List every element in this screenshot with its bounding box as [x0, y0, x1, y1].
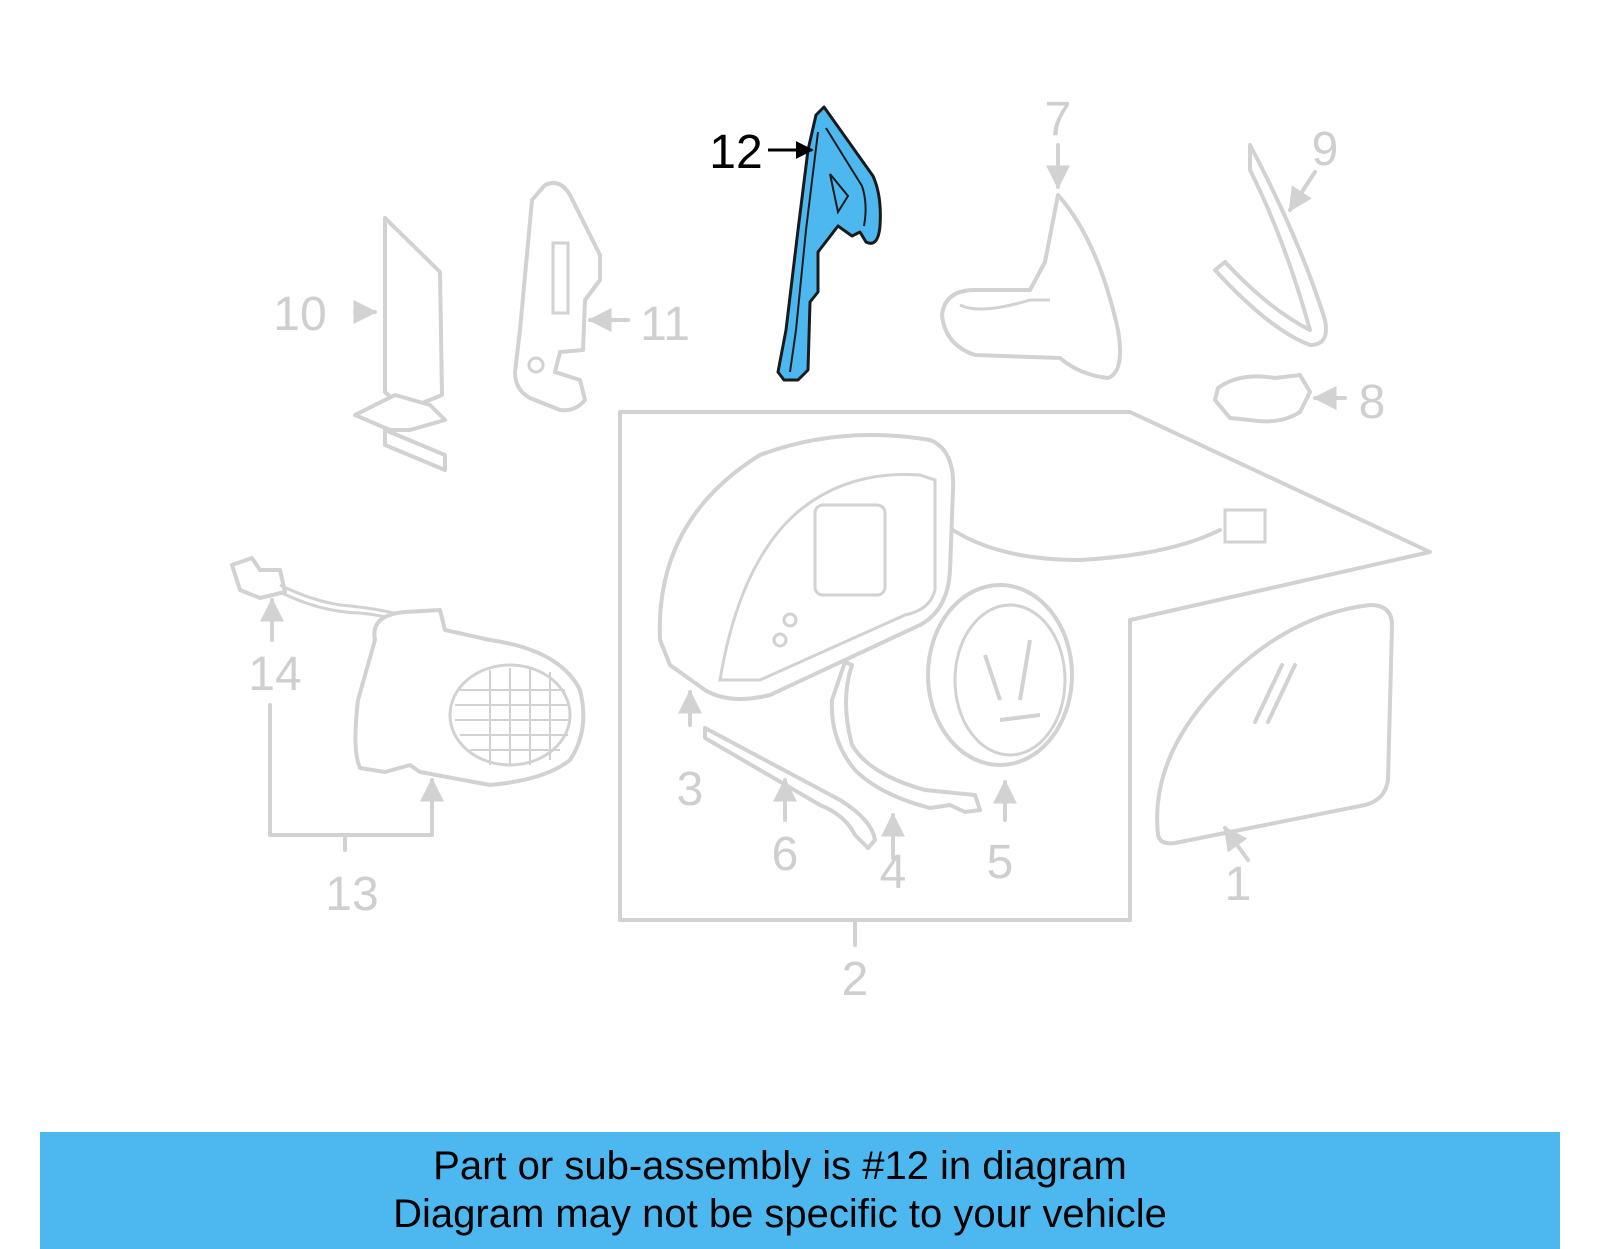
part-3-drawing[interactable] — [657, 433, 1267, 727]
part-1-drawing[interactable] — [1155, 603, 1394, 862]
part-11-drawing[interactable] — [513, 181, 630, 413]
part-4-drawing[interactable] — [829, 660, 982, 860]
part-6-drawing[interactable] — [703, 726, 877, 850]
callout-2[interactable]: 2 — [842, 953, 869, 1006]
part-12-drawing[interactable] — [768, 105, 882, 382]
callout-11[interactable]: 11 — [640, 298, 690, 351]
part-10-drawing[interactable] — [353, 216, 447, 472]
callout-13[interactable]: 13 — [325, 868, 378, 921]
banner-line-1: Part or sub-assembly is #12 in diagram — [433, 1144, 1127, 1188]
part-8-drawing[interactable] — [1213, 373, 1347, 424]
part-9-drawing[interactable] — [1213, 143, 1328, 347]
callout-6[interactable]: 6 — [772, 828, 799, 881]
callout-4[interactable]: 4 — [880, 846, 907, 899]
banner-line-2: Diagram may not be specific to your vehi… — [393, 1192, 1167, 1236]
callout-7[interactable]: 7 — [1045, 93, 1072, 146]
info-banner: Part or sub-assembly is #12 in diagram D… — [40, 1132, 1560, 1249]
callout-1[interactable]: 1 — [1225, 858, 1252, 911]
callout-labels: 1 2 3 4 5 6 7 8 9 10 11 12 13 14 — [248, 93, 1385, 1006]
assembly-box — [618, 410, 1432, 947]
callout-10[interactable]: 10 — [273, 288, 326, 341]
part-13-drawing[interactable] — [268, 608, 586, 852]
callout-12[interactable]: 12 — [709, 126, 762, 179]
callout-5[interactable]: 5 — [987, 836, 1014, 889]
callout-3[interactable]: 3 — [677, 763, 704, 816]
part-5-drawing[interactable] — [926, 583, 1074, 822]
callout-9[interactable]: 9 — [1312, 123, 1339, 176]
callout-14[interactable]: 14 — [248, 648, 301, 701]
part-7-drawing[interactable] — [940, 143, 1122, 380]
callout-8[interactable]: 8 — [1359, 376, 1386, 429]
parts-diagram: 1 2 3 4 5 6 7 8 9 10 11 12 13 14 — [230, 93, 1432, 1006]
